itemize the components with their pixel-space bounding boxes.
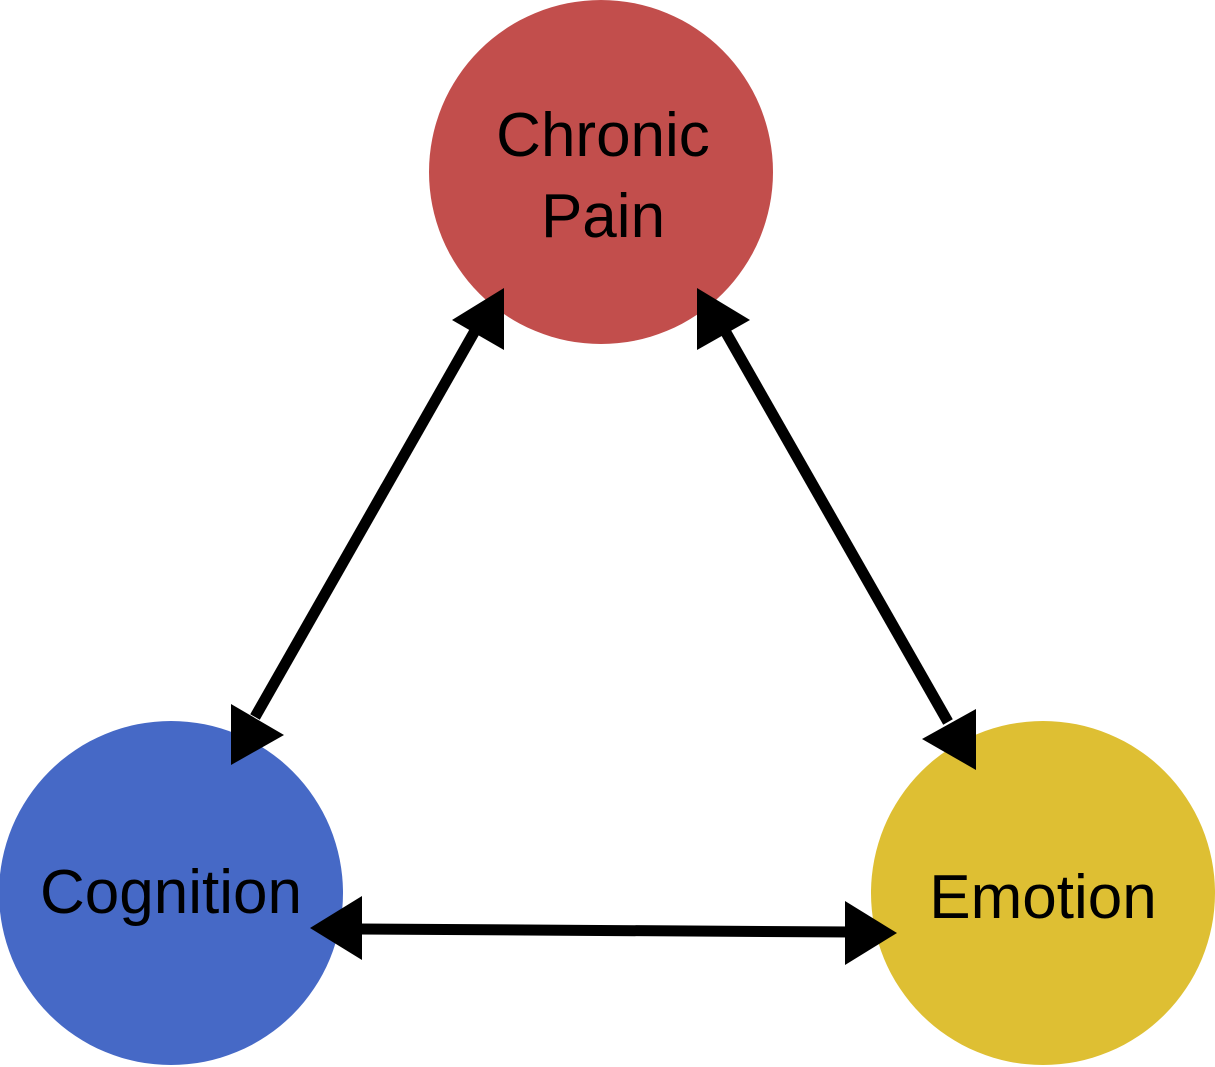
arrow-cognition-emotion-shaft [357, 923, 853, 938]
arrowheads [231, 288, 976, 965]
arrowhead-to-pain-right [697, 288, 750, 350]
emotion-node [871, 721, 1215, 1065]
cognition-node [0, 721, 343, 1065]
arrow-pain-cognition-shaft [250, 319, 485, 720]
chronic-pain-node [429, 0, 773, 344]
emotion-label: Emotion [929, 863, 1156, 932]
arrows [250, 319, 953, 938]
arrowhead-to-emotion-bottom [845, 901, 897, 965]
chronic-pain-label-line2: Pain [541, 182, 665, 251]
arrowhead-to-cognition-bottom [310, 896, 362, 960]
cognition-label: Cognition [40, 858, 302, 927]
chronic-pain-label-line1: Chronic [496, 101, 710, 170]
arrowhead-to-emotion [922, 709, 976, 770]
arrowhead-to-pain-left [452, 288, 504, 350]
arrow-pain-emotion-shaft [715, 319, 953, 725]
arrowhead-to-cognition [231, 704, 284, 765]
